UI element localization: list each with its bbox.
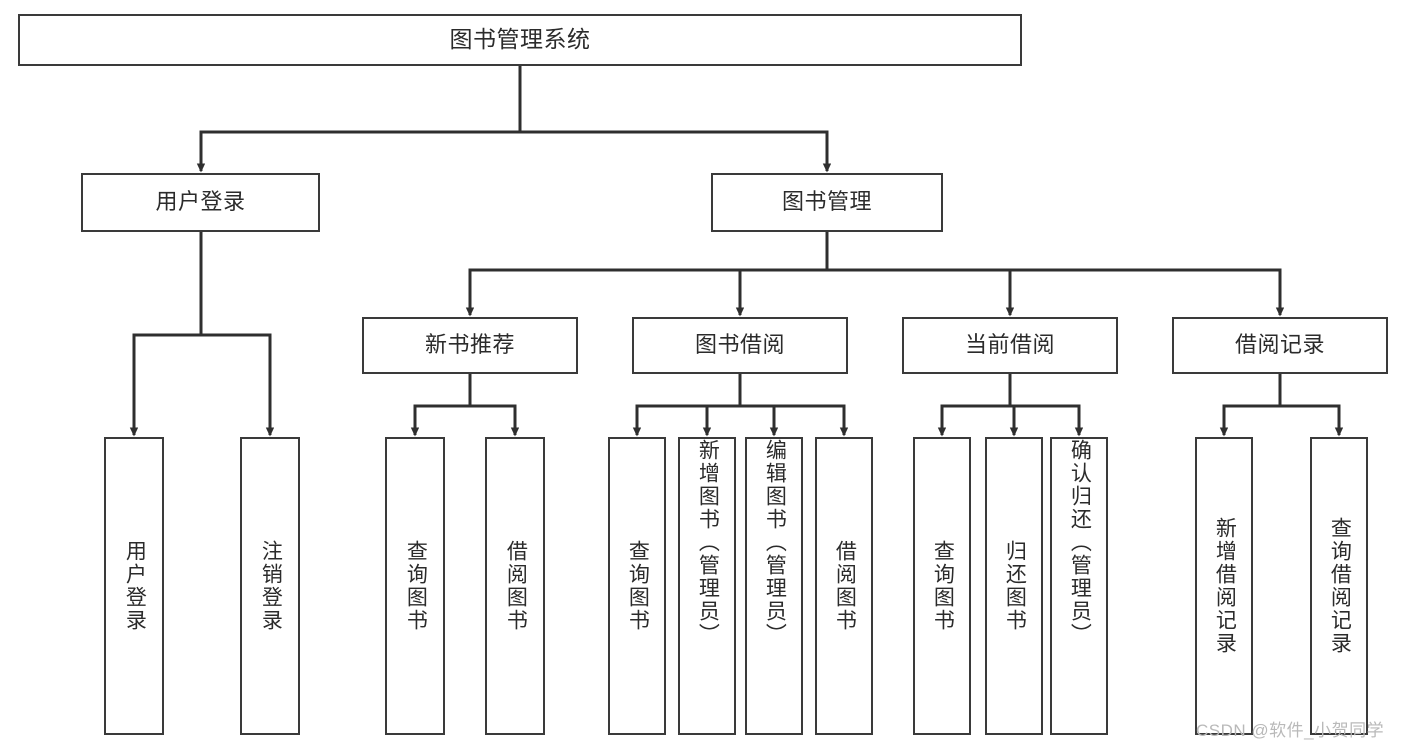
edge-group [129,66,1344,437]
node-l-logout[interactable]: 注销登录 [240,437,300,735]
connector-bookmgmt-to-records [827,268,1285,317]
node-label: 图书管理 [781,189,872,215]
connector-records-to-l-addrec [1219,404,1280,437]
node-records[interactable]: 借阅记录 [1172,317,1388,374]
node-l-q1[interactable]: 查询图书 [385,437,445,735]
connector-records-to-l-qrec [1280,404,1344,437]
node-current[interactable]: 当前借阅 [902,317,1118,374]
node-l-b2[interactable]: 借阅图书 [815,437,873,735]
node-l-add[interactable]: 新增图书（管理员） [678,437,736,735]
connector-root-to-bookmgmt [520,130,832,173]
connector-bookmgmt-to-borrow [735,268,827,317]
connector-borrow-to-l-q2 [632,404,740,437]
node-l-login[interactable]: 用户登录 [104,437,164,735]
connector-login-to-l-login [129,333,201,437]
connector-borrow-to-l-b2 [740,404,849,437]
node-label: 查询图书 [931,540,955,632]
node-l-q2[interactable]: 查询图书 [608,437,666,735]
node-label: 归还图书 [1003,540,1027,632]
node-l-qrec[interactable]: 查询借阅记录 [1310,437,1368,735]
connector-newbook-to-l-q1 [410,404,470,437]
connector-bookmgmt-to-current [827,268,1015,317]
watermark-text: CSDN @软件_小贺同学 [1196,721,1385,740]
connector-bookmgmt-to-newbook [465,268,827,317]
node-label: 查询图书 [404,540,428,632]
connector-borrow-to-l-add [702,404,740,437]
node-label: 借阅图书 [504,540,528,632]
node-label: 新增图书（管理员） [696,439,720,646]
node-label: 用户登录 [123,540,147,632]
node-label: 确认归还（管理员） [1068,439,1092,646]
node-label: 借阅图书 [833,540,857,632]
node-l-confirm[interactable]: 确认归还（管理员） [1050,437,1108,735]
node-borrow[interactable]: 图书借阅 [632,317,848,374]
connector-login-to-l-logout [201,333,275,437]
connector-newbook-to-l-b1 [470,404,520,437]
connector-borrow-to-l-edit [740,404,779,437]
connector-root-to-login [196,130,520,173]
node-label: 查询图书 [626,540,650,632]
node-label: 注销登录 [259,540,283,632]
node-newbook[interactable]: 新书推荐 [362,317,578,374]
node-label: 当前借阅 [964,332,1055,358]
node-root[interactable]: 图书管理系统 [18,14,1022,66]
node-l-b1[interactable]: 借阅图书 [485,437,545,735]
node-login[interactable]: 用户登录 [81,173,320,232]
node-label: 新增借阅记录 [1213,517,1237,655]
connector-current-to-l-return [1009,404,1019,437]
connector-current-to-l-q3 [937,404,1010,437]
node-bookmgmt[interactable]: 图书管理 [711,173,943,232]
node-l-q3[interactable]: 查询图书 [913,437,971,735]
node-label: 查询借阅记录 [1328,517,1352,655]
node-label: 用户登录 [155,189,246,215]
node-label: 图书借阅 [694,332,785,358]
node-label: 新书推荐 [424,332,515,358]
node-l-return[interactable]: 归还图书 [985,437,1043,735]
node-label: 图书管理系统 [449,26,591,53]
node-l-addrec[interactable]: 新增借阅记录 [1195,437,1253,735]
node-label: 编辑图书（管理员） [763,439,787,646]
node-l-edit[interactable]: 编辑图书（管理员） [745,437,803,735]
connector-current-to-l-confirm [1010,404,1084,437]
node-label: 借阅记录 [1234,332,1325,358]
